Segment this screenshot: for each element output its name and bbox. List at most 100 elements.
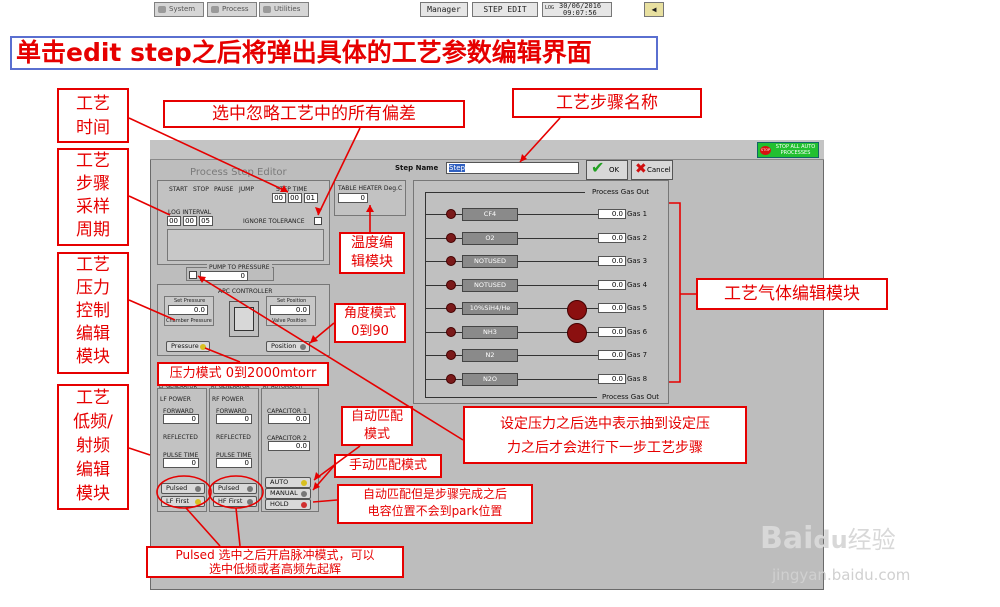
cancel-button[interactable]: ✖Cancel	[631, 160, 673, 180]
speaker-icon[interactable]: ◀	[644, 2, 664, 17]
valve-position-label: Valve Position	[272, 318, 307, 324]
step-time-mm[interactable]: 00	[288, 193, 302, 203]
pressure-mode-button[interactable]: Pressure	[166, 341, 210, 352]
hold-match-button[interactable]: HOLD	[265, 499, 311, 510]
lf-reflected-label: REFLECTED	[163, 434, 198, 441]
lf-pulse-input[interactable]: 0	[163, 458, 199, 468]
gas4-valve-icon[interactable]	[446, 280, 456, 290]
step-name-input[interactable]: Step	[446, 162, 579, 174]
baidu-watermark-url: jingyan.baidu.com	[772, 566, 911, 584]
arrow-rf-edit	[128, 447, 151, 456]
process-gas-out-bottom: Process Gas Out	[602, 393, 660, 401]
gas3-valve-icon[interactable]	[446, 256, 456, 266]
cap2-input[interactable]: 0.0	[268, 441, 310, 451]
manual-match-button[interactable]: MANUAL	[265, 488, 311, 499]
ignore-tolerance-checkbox[interactable]	[314, 217, 322, 225]
hf-pulsed-button[interactable]: Pulsed	[213, 483, 257, 494]
set-pressure-input[interactable]: 0.0	[168, 305, 208, 315]
table-heater-input[interactable]: 0	[338, 193, 368, 203]
watermark-bai: Bai	[760, 521, 814, 556]
process-gas-out-bottom-line	[425, 397, 597, 398]
top-toolbar	[150, 140, 824, 160]
utilities-button[interactable]: Utilities	[259, 2, 309, 17]
process-button[interactable]: Process	[207, 2, 257, 17]
set-position-label: Set Position	[277, 298, 307, 304]
gas4-flow-input[interactable]: 0.0	[598, 280, 626, 290]
rf-forward-label: FORWARD	[216, 408, 247, 415]
table-heater-label: TABLE HEATER Deg.C	[338, 185, 403, 192]
lf-first-indicator	[195, 499, 201, 505]
step-time-ss[interactable]: 01	[304, 193, 318, 203]
lf-forward-label: FORWARD	[163, 408, 194, 415]
annotation-step-name: 工艺步骤名称	[512, 88, 702, 118]
ok-button[interactable]: ✔OK	[586, 159, 628, 180]
arrow-sample-period	[128, 195, 171, 216]
watermark-suffix: 经验	[847, 526, 896, 554]
gas5-flow-input[interactable]: 0.0	[598, 303, 626, 313]
gas3-label: Gas 3	[627, 257, 648, 265]
gas4-name: NOTUSED	[462, 279, 518, 292]
gas5-label: Gas 5	[627, 304, 648, 312]
gas7-flow-input[interactable]: 0.0	[598, 350, 626, 360]
watermark-du: du	[813, 526, 848, 554]
col-start: START	[169, 186, 188, 193]
stop-all-button[interactable]: STOP STOP ALL AUTO PROCESSES	[757, 142, 819, 158]
pump-pressure-input[interactable]: 0	[200, 271, 248, 281]
step-name-label: Step Name	[395, 164, 439, 172]
gas1-label: Gas 1	[627, 210, 648, 218]
annotation-auto-match: 自动匹配 模式	[341, 406, 413, 446]
hf-pulsed-indicator	[247, 486, 253, 492]
gas7-valve-icon[interactable]	[446, 350, 456, 360]
gas-manifold-line	[425, 192, 426, 397]
editor-title: Process Step Editor	[190, 167, 287, 178]
gas6-valve-icon[interactable]	[446, 327, 456, 337]
gas2-label: Gas 2	[627, 234, 648, 242]
gas5-valve-icon[interactable]	[446, 303, 456, 313]
lf-power-label: LF POWER	[160, 396, 191, 403]
rf-automatch-title: RF AUTOMATCH	[263, 384, 303, 390]
gas8-flow-input[interactable]: 0.0	[598, 374, 626, 384]
annotation-pulsed-note: Pulsed 选中之后开启脉冲模式，可以 选中低频或者高频先起辉	[146, 546, 404, 578]
gas1-valve-icon[interactable]	[446, 209, 456, 219]
ignore-tolerance-label: IGNORE TOLERANCE	[243, 218, 305, 225]
log-interval-hh[interactable]: 00	[167, 216, 181, 226]
rf-forward-input[interactable]: 0	[216, 414, 252, 424]
set-position-input[interactable]: 0.0	[270, 305, 310, 315]
pump-checkbox[interactable]	[189, 271, 197, 279]
hf-pulsed-label: Pulsed	[218, 484, 240, 492]
log-interval-mm[interactable]: 00	[183, 216, 197, 226]
lf-pulsed-label: Pulsed	[166, 484, 188, 492]
position-btn-label: Position	[271, 342, 297, 350]
step-time-hh[interactable]: 00	[272, 193, 286, 203]
datetime-display: LOG 30/06/2016 09:07:56	[542, 2, 612, 17]
annotation-pump-note: 设定压力之后选中表示抽到设定压 力之后才会进行下一步工艺步骤	[463, 406, 747, 464]
position-mode-button[interactable]: Position	[266, 341, 310, 352]
lf-pulsed-button[interactable]: Pulsed	[161, 483, 205, 494]
gas2-name: O2	[462, 232, 518, 245]
annotation-gas-edit: 工艺气体编辑模块	[696, 278, 888, 310]
gas8-valve-icon[interactable]	[446, 374, 456, 384]
process-gas-out-top: Process Gas Out	[592, 188, 650, 196]
pressure-btn-label: Pressure	[171, 342, 199, 350]
arrow-pulsed-hf	[235, 507, 241, 547]
gas2-valve-icon[interactable]	[446, 233, 456, 243]
system-button[interactable]: System	[154, 2, 204, 17]
gas8-label: Gas 8	[627, 375, 648, 383]
gas8-name: N2O	[462, 373, 518, 386]
gas1-flow-input[interactable]: 0.0	[598, 209, 626, 219]
auto-match-button[interactable]: AUTO	[265, 477, 311, 488]
lf-first-label: LF First	[166, 497, 190, 505]
gas6-large-valve-icon	[567, 323, 587, 343]
rf-pulse-input[interactable]: 0	[216, 458, 252, 468]
auto-indicator	[301, 480, 307, 486]
cap1-input[interactable]: 0.0	[268, 414, 310, 424]
annotation-rf-edit: 工艺 低频/ 射频 编辑 模块	[57, 384, 129, 510]
gas2-flow-input[interactable]: 0.0	[598, 233, 626, 243]
position-indicator	[300, 344, 306, 350]
time-text: 09:07:56	[563, 9, 597, 17]
lf-forward-input[interactable]: 0	[163, 414, 199, 424]
gas6-flow-input[interactable]: 0.0	[598, 327, 626, 337]
hf-first-indicator	[247, 499, 253, 505]
log-interval-ss[interactable]: 05	[199, 216, 213, 226]
gas3-flow-input[interactable]: 0.0	[598, 256, 626, 266]
